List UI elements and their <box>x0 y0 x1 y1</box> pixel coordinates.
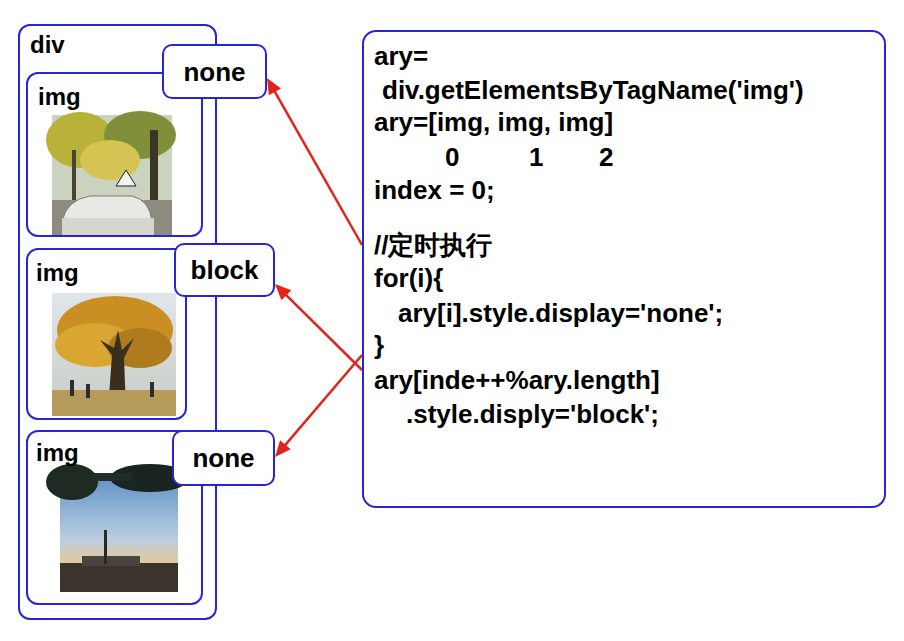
container-box: div img img img <box>18 24 217 620</box>
code-line: for(i){ <box>374 263 443 293</box>
photo-part <box>52 293 176 416</box>
photo-part <box>104 530 107 564</box>
code-line: index = 0; <box>374 175 495 205</box>
code-line: } <box>374 330 384 360</box>
style-badge: block <box>174 243 275 297</box>
photo-part <box>62 218 154 235</box>
photo-part <box>72 150 76 200</box>
photo-part <box>150 130 158 210</box>
photo-part <box>150 382 154 397</box>
photo-part <box>46 464 98 500</box>
photo-part <box>116 170 136 186</box>
code-line: ary= <box>374 41 428 71</box>
box-label: img <box>36 258 79 288</box>
code-line: ary=[img, img, img] <box>374 107 613 137</box>
photo-tree <box>52 293 176 416</box>
code-box: ary= div.getElementsByTagName('img')ary=[… <box>362 30 886 508</box>
badge-text: block <box>191 255 259 285</box>
style-badge: none <box>172 430 275 486</box>
code-line: ary[i].style.display='none'; <box>398 298 723 328</box>
photo-street <box>46 111 176 235</box>
red-arrow <box>275 355 362 457</box>
box-label: img <box>38 82 81 112</box>
badge-text: none <box>192 443 254 473</box>
photo-part <box>80 140 140 180</box>
code-line: 1 <box>529 142 543 172</box>
badge-text: none <box>183 57 245 87</box>
photo-part <box>82 556 140 566</box>
box-label: div <box>30 30 65 60</box>
code-line: ary[inde++%ary.length] <box>374 365 660 395</box>
red-arrow <box>267 78 362 245</box>
box-label: img <box>36 438 79 468</box>
style-badge: none <box>162 44 267 99</box>
photo-part <box>86 384 90 398</box>
code-line: 0 <box>445 142 459 172</box>
photo-part <box>92 473 132 481</box>
photo-part <box>60 563 178 592</box>
photo-sunset <box>46 464 190 592</box>
code-line: //定时执行 <box>374 230 492 260</box>
image-box: img <box>26 248 187 420</box>
red-arrow <box>275 284 362 370</box>
code-line: .style.disply='block'; <box>406 399 659 429</box>
code-line: 2 <box>599 142 613 172</box>
code-line: div.getElementsByTagName('img') <box>382 75 804 105</box>
photo-part <box>70 380 74 396</box>
